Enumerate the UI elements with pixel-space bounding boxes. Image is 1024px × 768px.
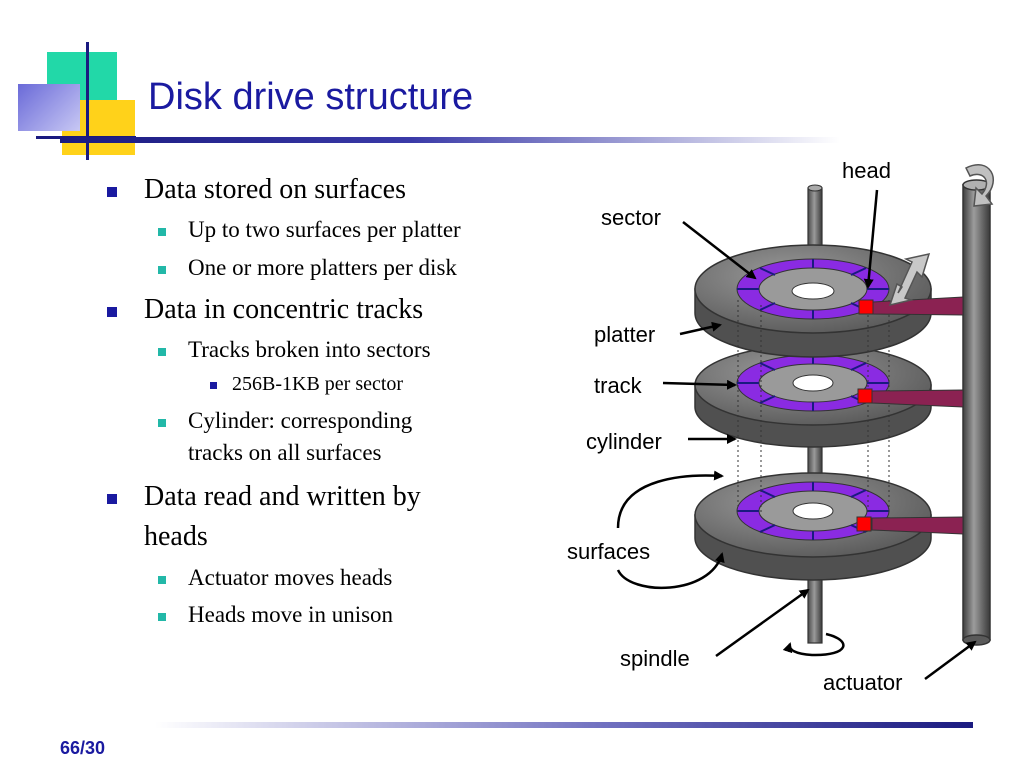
actuator-shaft: [962, 179, 991, 646]
bullet-item-continuation: tracks on all surfaces: [188, 440, 382, 465]
bullet-item: 256B-1KB per sector: [232, 373, 404, 395]
read-write-head-middle: [857, 388, 873, 404]
corner-square-lavender: [18, 84, 80, 131]
bullet-item-continuation: heads: [144, 521, 208, 552]
read-write-head-bottom: [856, 516, 872, 532]
slide-title: Disk drive structure: [148, 76, 474, 118]
spindle-rotation-arrow: [782, 632, 845, 657]
footer-rule: [155, 722, 973, 728]
platter-bottom: [694, 472, 932, 581]
bullet-marker: [158, 419, 166, 427]
bullet-marker: [107, 187, 117, 197]
spindle-top: [807, 184, 823, 192]
head-arm-middle: [857, 388, 964, 408]
label-actuator: actuator: [823, 670, 903, 695]
bullet-marker: [158, 348, 166, 356]
bullet-marker: [210, 382, 217, 389]
bullet-item: Heads move in unison: [188, 602, 394, 627]
bullet-marker: [158, 228, 166, 236]
bullet-item: Data in concentric tracks: [144, 294, 424, 325]
cylinder-guides: [737, 300, 890, 515]
bullet-item: Actuator moves heads: [188, 565, 393, 590]
page-number: 66/30: [60, 738, 106, 758]
corner-vertical-line: [86, 42, 89, 160]
label-head: head: [842, 158, 891, 183]
label-pointers: [616, 189, 977, 681]
label-platter: platter: [594, 322, 655, 347]
read-write-head-top: [858, 299, 874, 315]
bullet-marker: [158, 266, 166, 274]
head-arm-bottom: [856, 516, 964, 535]
label-surfaces: surfaces: [567, 539, 650, 564]
bullet-item: Cylinder: corresponding: [188, 408, 413, 433]
bullet-item: One or more platters per disk: [188, 255, 457, 280]
actuator-rotation-arrow: [964, 164, 995, 207]
bullet-item: Up to two surfaces per platter: [188, 217, 461, 242]
bullet-marker: [158, 613, 166, 621]
label-track: track: [594, 373, 643, 398]
bullet-list: Data stored on surfaces Up to two surfac…: [0, 0, 560, 700]
label-spindle: spindle: [620, 646, 690, 671]
bullet-item: Tracks broken into sectors: [188, 337, 431, 362]
label-cylinder: cylinder: [586, 429, 662, 454]
label-sector: sector: [601, 205, 661, 230]
bullet-marker: [107, 494, 117, 504]
head-movement-arrow: [888, 252, 931, 307]
title-underline: [60, 137, 840, 143]
bullet-item: Data read and written by: [144, 481, 421, 512]
bullet-marker: [107, 307, 117, 317]
bullet-marker: [158, 576, 166, 584]
bullet-item: Data stored on surfaces: [144, 174, 407, 205]
